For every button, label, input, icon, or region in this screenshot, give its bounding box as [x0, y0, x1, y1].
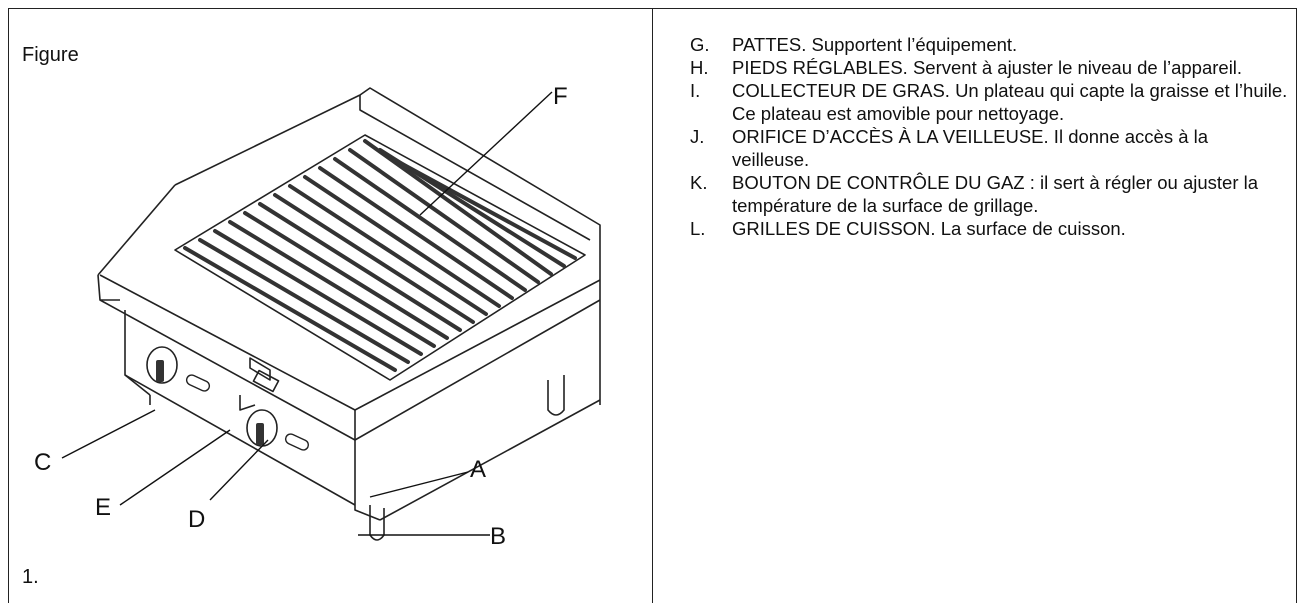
item-letter: L.: [690, 218, 706, 239]
item-letter: I.: [690, 80, 701, 101]
item-text: BOUTON DE CONTRÔLE DU GAZ : il sert à ré…: [732, 172, 1259, 216]
item-text: PIEDS RÉGLABLES. Servent à ajuster le ni…: [732, 57, 1243, 78]
item-text: PATTES. Supportent l’équipement.: [732, 34, 1018, 55]
parts-list: G. PATTES. Supportent l’équipement. H. PIE…: [690, 33, 1290, 240]
item-letter: H.: [690, 57, 709, 78]
figure-caption: Figure: [22, 44, 79, 66]
callout-e: E: [95, 494, 111, 521]
item-text: ORIFICE D’ACCÈS À LA VEILLEUSE. Il donne…: [732, 126, 1209, 170]
callout-a: A: [470, 456, 486, 483]
list-item: G. PATTES. Supportent l’équipement.: [690, 33, 1290, 56]
figure-number: 1.: [22, 566, 39, 588]
callout-c: C: [34, 449, 51, 476]
item-letter: J.: [690, 126, 705, 147]
item-text: GRILLES DE CUISSON. La surface de cuisso…: [732, 218, 1126, 239]
item-letter: G.: [690, 34, 710, 55]
column-divider: [652, 8, 653, 603]
list-item: L. GRILLES DE CUISSON. La surface de cuis…: [690, 217, 1290, 240]
callout-f: F: [553, 83, 568, 110]
list-item: H. PIEDS RÉGLABLES. Servent à ajuster le …: [690, 56, 1290, 79]
callout-b: B: [490, 523, 506, 550]
list-item: K. BOUTON DE CONTRÔLE DU GAZ : il sert à …: [690, 171, 1290, 217]
callout-d: D: [188, 506, 205, 533]
list-item: I. COLLECTEUR DE GRAS. Un plateau qui cap…: [690, 79, 1290, 125]
list-item: J. ORIFICE D’ACCÈS À LA VEILLEUSE. Il don…: [690, 125, 1290, 171]
item-letter: K.: [690, 172, 708, 193]
charbroiler-illustration: F C E D A B: [34, 83, 601, 550]
item-text: COLLECTEUR DE GRAS. Un plateau qui capte…: [732, 80, 1288, 124]
